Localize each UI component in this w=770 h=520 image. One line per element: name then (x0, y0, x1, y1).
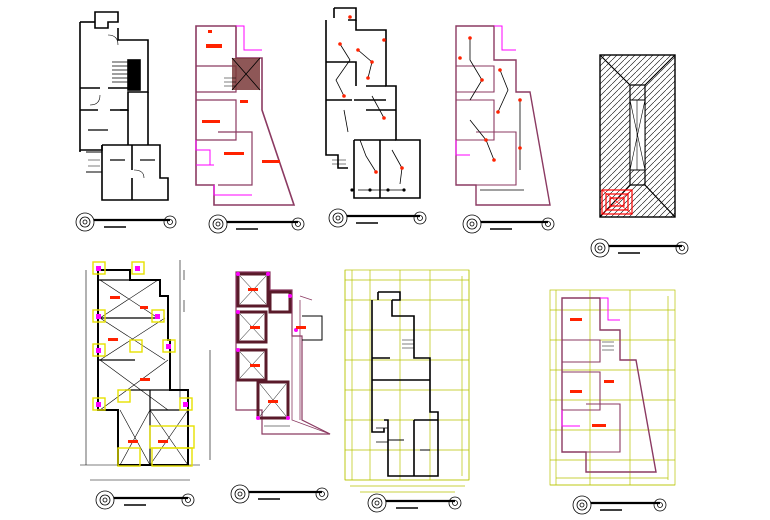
beam-plan-7 (235, 271, 331, 435)
electrical-plan-3 (325, 7, 421, 199)
title-symbol-8 (367, 493, 462, 513)
title-symbol-9 (572, 495, 667, 515)
title-symbol-2 (208, 214, 305, 234)
floor-plan-2 (195, 25, 296, 206)
title-symbol-6 (95, 490, 195, 510)
dimensioned-plan-8 (344, 269, 470, 493)
title-symbol-7 (230, 484, 329, 504)
electrical-plan-4 (455, 25, 551, 206)
column-plan-6 (80, 260, 211, 481)
dimensioned-plan-9 (549, 289, 676, 486)
title-symbol-1 (75, 212, 177, 232)
title-symbol-5 (590, 238, 689, 258)
floor-plan-1 (79, 11, 169, 201)
roof-plan-5 (599, 54, 676, 218)
title-symbol-3 (328, 208, 427, 228)
title-symbol-4 (462, 214, 555, 234)
